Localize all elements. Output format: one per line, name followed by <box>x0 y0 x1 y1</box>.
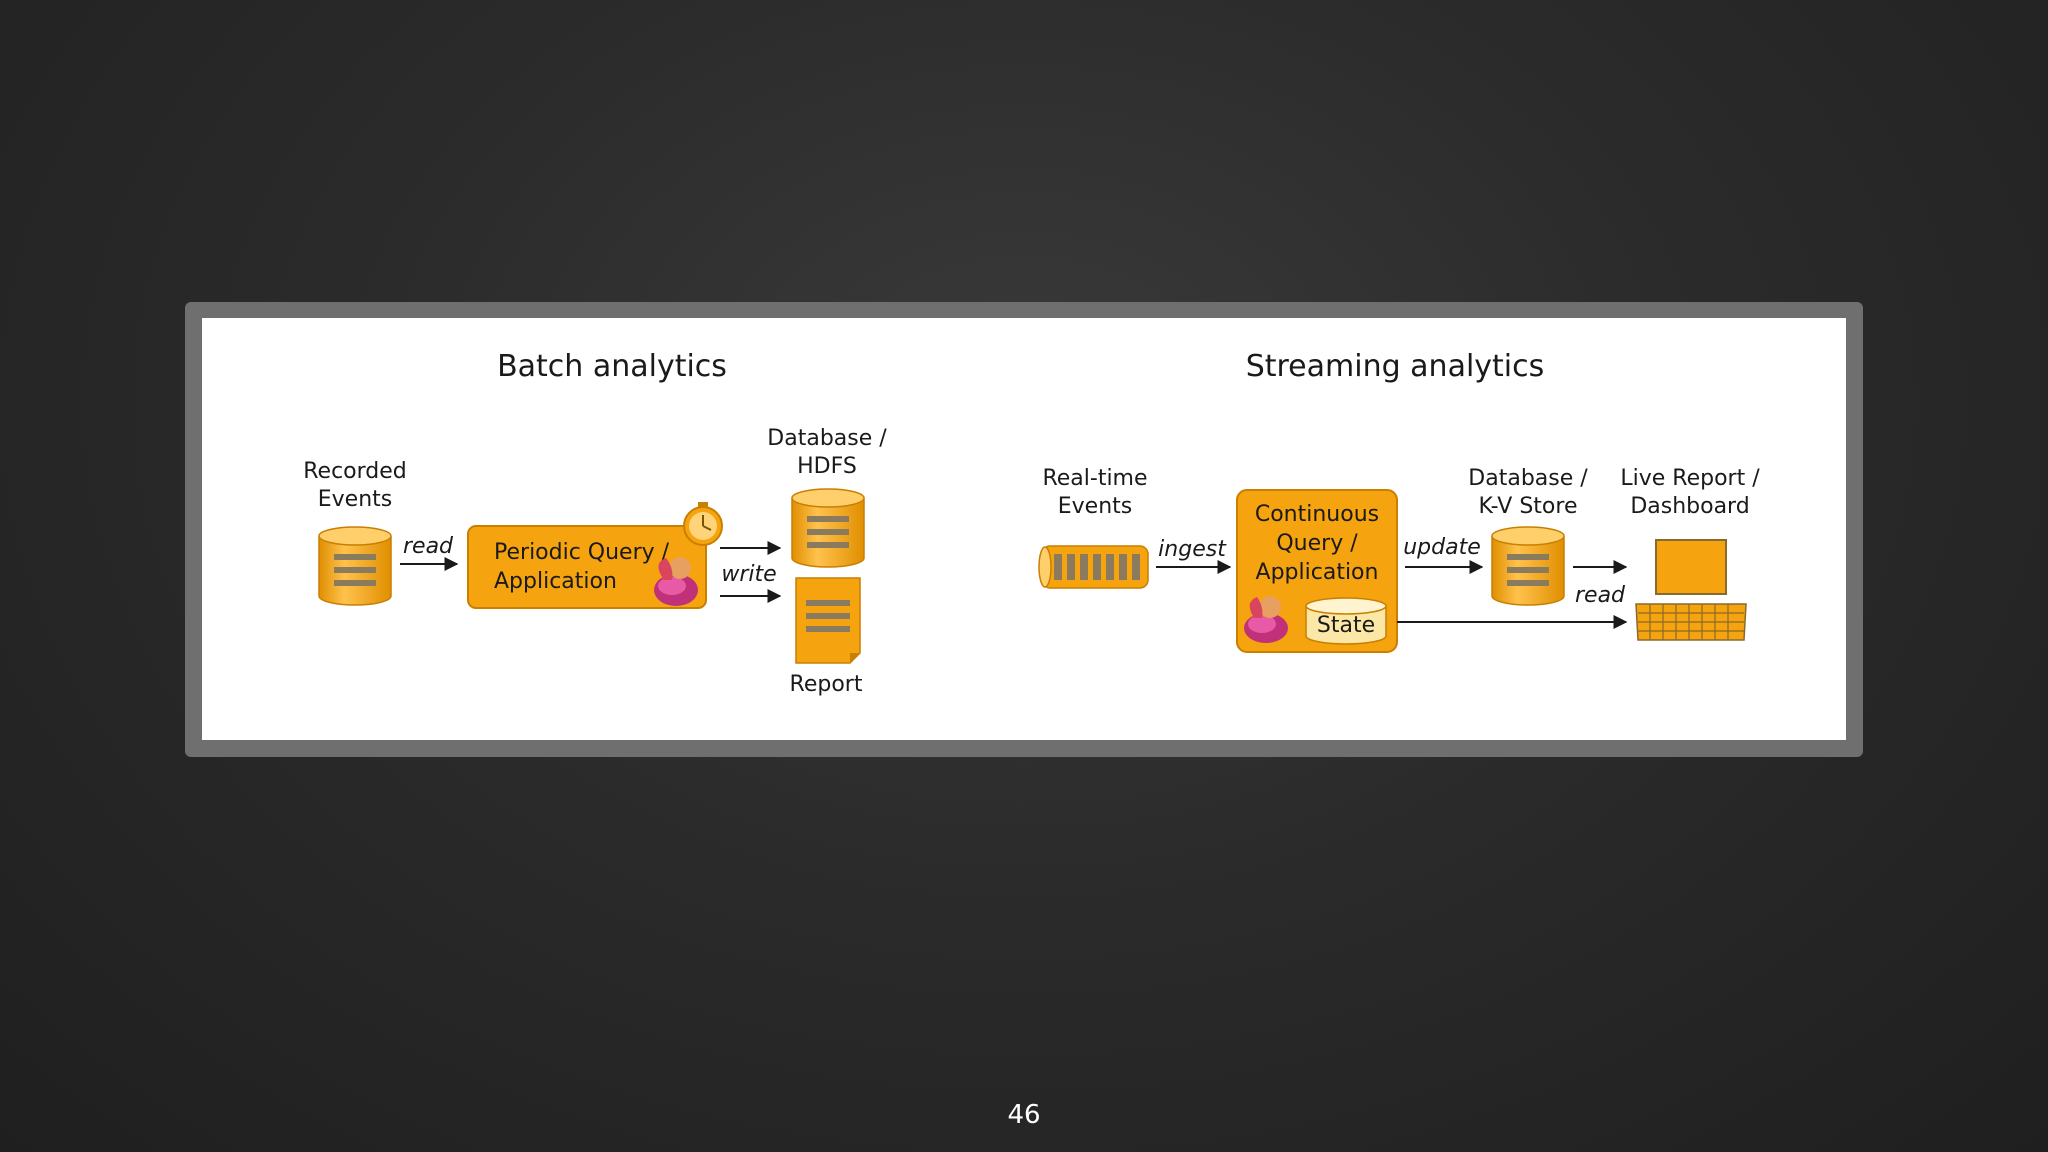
squirrel-icon <box>1244 596 1288 643</box>
continuous-query-label-line3: Application <box>1256 560 1379 585</box>
timer-icon <box>683 502 723 546</box>
periodic-query-label-line2: Application <box>494 569 617 594</box>
batch-db-label-line2: HDFS <box>797 454 857 479</box>
batch-title: Batch analytics <box>497 349 727 384</box>
continuous-query-label-line1: Continuous <box>1255 502 1379 527</box>
streaming-update-label: update <box>1403 535 1481 560</box>
database-icon <box>791 488 865 568</box>
database-icon <box>1491 526 1565 606</box>
batch-read-label: read <box>403 534 454 559</box>
batch-report-label: Report <box>790 672 863 697</box>
state-store <box>1305 597 1387 645</box>
batch-source-label-line2: Events <box>318 487 393 512</box>
dashboard-label-line1: Live Report / <box>1620 466 1760 491</box>
batch-db-label-line1: Database / <box>767 426 887 451</box>
squirrel-icon <box>654 557 698 606</box>
laptop-icon <box>1635 539 1747 641</box>
streaming-read-label: read <box>1575 583 1626 608</box>
batch-source-label-line1: Recorded <box>303 459 407 484</box>
diagram-panel: Batch analytics Recorded Events read Per… <box>202 318 1846 740</box>
periodic-query-label-line1: Periodic Query / <box>494 540 670 565</box>
streaming-title: Streaming analytics <box>1246 349 1545 384</box>
page-number: 46 <box>1007 1100 1041 1130</box>
streaming-db-label-line2: K-V Store <box>1479 494 1578 519</box>
document-icon <box>795 577 861 664</box>
streaming-source-label-line1: Real-time <box>1042 466 1147 491</box>
streaming-source-label-line2: Events <box>1058 494 1133 519</box>
analytics-diagram: Batch analytics Recorded Events read Per… <box>303 349 1760 697</box>
dashboard-label-line2: Dashboard <box>1630 494 1749 519</box>
continuous-query-label-line2: Query / <box>1276 531 1358 556</box>
event-queue-icon <box>1038 545 1149 589</box>
streaming-db-label-line1: Database / <box>1468 466 1588 491</box>
database-icon <box>318 526 392 606</box>
periodic-query-box <box>467 525 707 609</box>
batch-write-label: write <box>721 562 776 587</box>
streaming-ingest-label: ingest <box>1158 537 1227 562</box>
state-label: State <box>1317 613 1375 638</box>
